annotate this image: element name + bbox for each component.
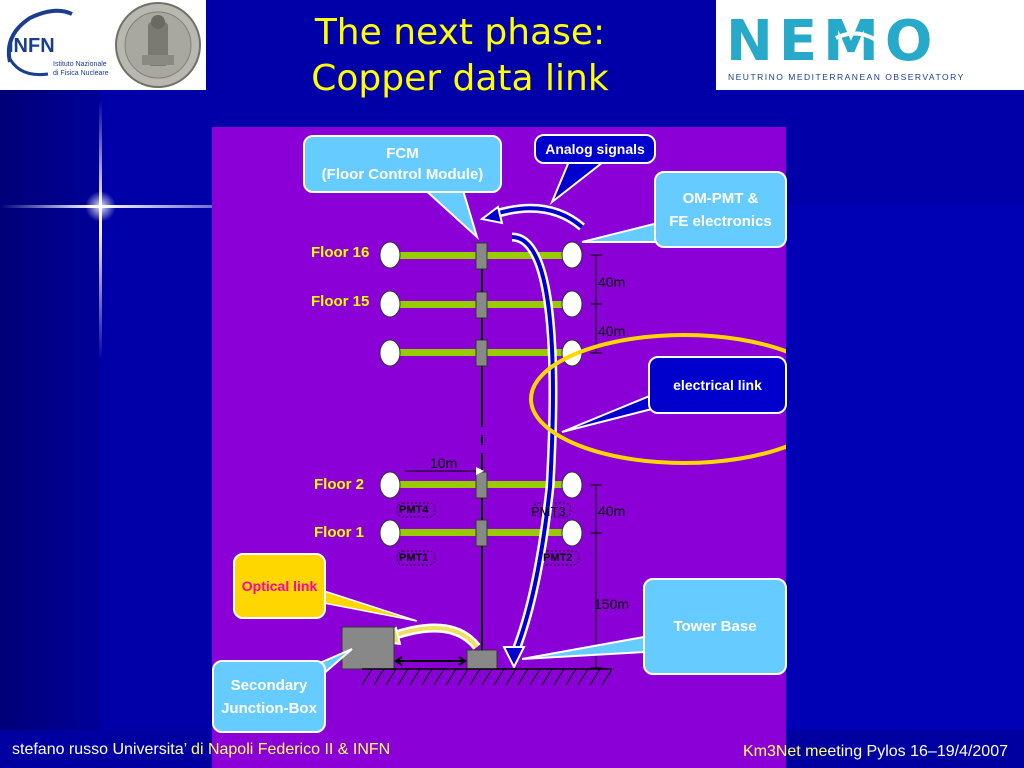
analog-signals-callout: Analog signals	[534, 134, 656, 164]
light-flare-horizontal	[0, 205, 300, 208]
seal-icon	[115, 2, 201, 88]
title-line-1: The next phase:	[314, 12, 606, 53]
secondary-junction-box-callout: Secondary Junction-Box	[212, 660, 326, 733]
distance-label-40m-lower: 40m	[598, 503, 626, 519]
electrical-link-highlight	[529, 333, 786, 465]
electrical-callout-pointer	[561, 393, 653, 433]
footer-meeting-part1: Km3Net me	[742, 743, 828, 760]
distance-label-40m-upper: 40m	[598, 274, 626, 290]
electrical-link-text: electrical link	[673, 377, 762, 393]
ompmt-callout-pointer	[581, 220, 663, 243]
fcm-box	[475, 242, 488, 270]
om-pmt-line2: FE electronics	[669, 212, 772, 230]
infn-logo-sub2: di Fisica Nucleare	[53, 70, 109, 77]
light-flare-center	[85, 191, 116, 222]
tower-diagram-panel: Floor 16 Floor 15 Floor 2 Floor 1 40m 40…	[212, 127, 787, 768]
optical-link-callout: Optical link	[233, 553, 326, 619]
fcm-callout-line2: (Floor Control Module)	[321, 166, 484, 183]
fcm-callout-pointer	[419, 186, 479, 241]
infn-logo: INFN Istituto Nazionale di Fisica Nuclea…	[0, 0, 110, 90]
distance-label-40m-mid: 40m	[598, 323, 626, 339]
fcm-callout-line1: FCM	[386, 145, 419, 162]
floor-1-structure	[379, 519, 583, 547]
om-pmt-line1: OM-PMT &	[682, 189, 759, 207]
floor-2-label: Floor 2	[314, 476, 365, 493]
footer-author: stefano russo Universita’ di Napoli Fede…	[12, 741, 390, 759]
footer-meeting-part2: eting Pylos 16–19/4/2007	[827, 743, 1008, 760]
om-pmt-callout: OM-PMT & FE electronics	[654, 171, 787, 248]
footer-author-name: stefano russo Universita	[12, 741, 184, 758]
optical-callout-pointer	[323, 589, 418, 622]
floor-1-label: Floor 1	[314, 524, 365, 541]
infn-logo-sub1: Istituto Nazionale	[53, 61, 107, 68]
analog-signals-text: Analog signals	[545, 141, 645, 157]
tower-base-block	[466, 649, 498, 670]
fcm-callout: FCM (Floor Control Module)	[303, 135, 502, 193]
nemo-logo-graphic: NEMO NEUTRINO MEDITERRANEAN OBSERVATORY	[726, 9, 965, 82]
nemo-logo: NEMO NEUTRINO MEDITERRANEAN OBSERVATORY	[716, 0, 1024, 90]
towerbase-callout-pointer	[521, 635, 645, 660]
floor-16-structure	[379, 241, 583, 270]
tower-base-text: Tower Base	[673, 618, 757, 635]
light-flare-vertical	[99, 100, 102, 360]
slide-title: The next phase: Copper data link	[250, 10, 670, 102]
university-seal	[110, 0, 206, 90]
distance-label-10m: 10m	[430, 455, 458, 471]
analog-callout-pointer	[549, 158, 610, 206]
sjb-line2: Junction-Box	[221, 699, 317, 717]
background-left-band	[0, 90, 100, 768]
floor-16-label: Floor 16	[311, 244, 370, 261]
infn-logo-text: INFN	[8, 35, 55, 57]
nemo-logo-text: NEMO	[726, 9, 938, 74]
footer-author-affiliation: ’ di Napoli Federico II & INFN	[183, 741, 391, 758]
pmt2-label: PMT2	[543, 552, 573, 564]
floor-14-structure	[379, 339, 583, 367]
pmt3-label: PMT3	[531, 504, 566, 519]
distance-label-150m: 150m	[594, 596, 630, 612]
electrical-link-callout: electrical link	[648, 356, 787, 414]
dimension-lines	[405, 254, 602, 669]
floor-15-structure	[379, 290, 583, 319]
floor-2-structure	[379, 471, 583, 499]
pmt1-label: PMT1	[399, 552, 429, 564]
pmt4-label: PMT4	[399, 504, 429, 516]
secondary-junction-box	[341, 626, 395, 670]
sjb-line1: Secondary	[230, 676, 308, 694]
optical-link-text: Optical link	[241, 578, 318, 594]
tower-base-callout: Tower Base	[643, 578, 787, 675]
infn-logo-graphic: INFN Istituto Nazionale di Fisica Nuclea…	[6, 8, 109, 77]
title-line-2: Copper data link	[311, 58, 609, 99]
footer-meeting: Km3Net meeting Pylos 16–19/4/2007	[743, 743, 1008, 761]
floor-15-label: Floor 15	[311, 293, 370, 310]
background-right-band	[786, 205, 1024, 768]
nemo-logo-sub: NEUTRINO MEDITERRANEAN OBSERVATORY	[728, 72, 965, 82]
